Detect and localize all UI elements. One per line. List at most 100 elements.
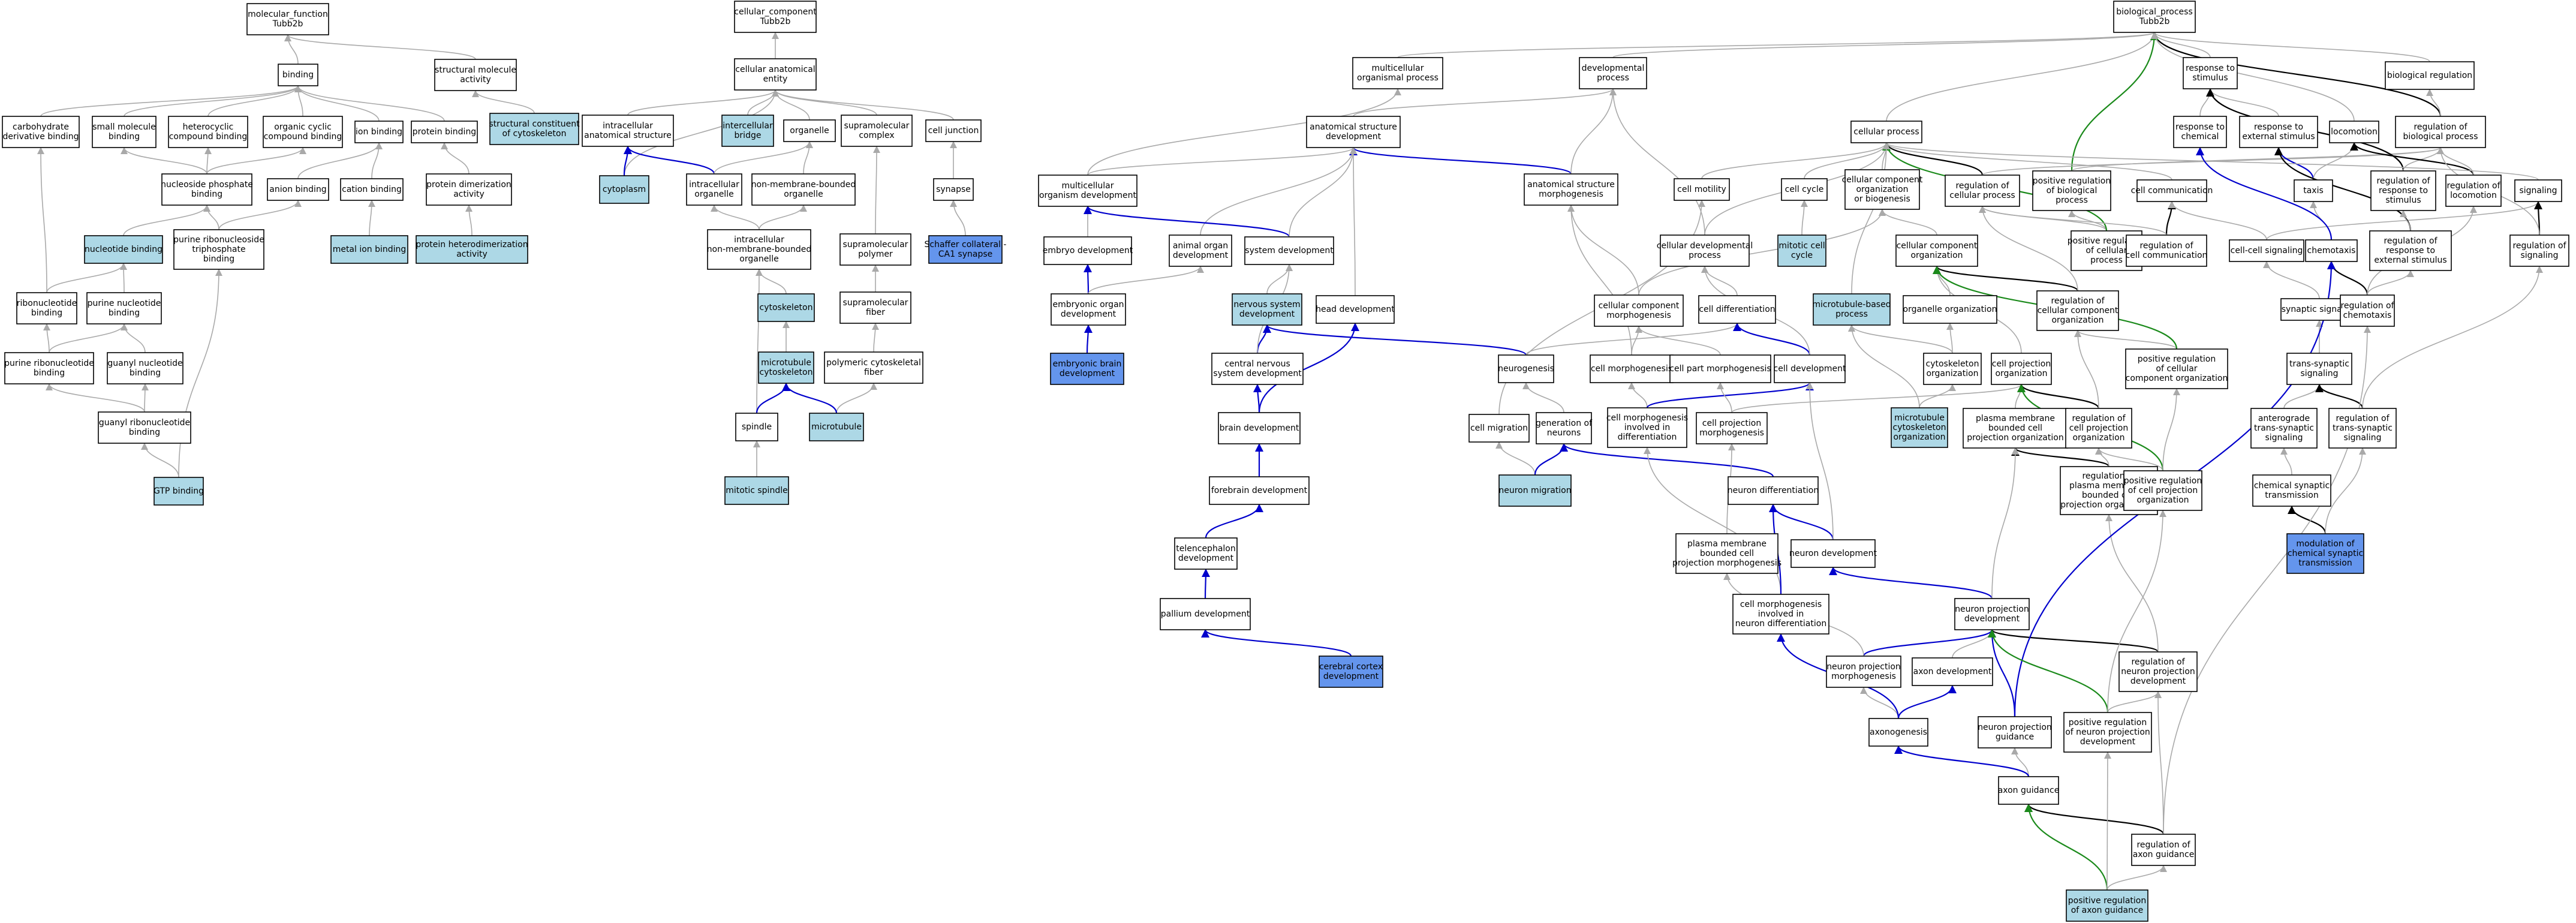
go-term-node-bioreg[interactable]: biological regulation: [2385, 61, 2475, 90]
go-term-node-palliumdev[interactable]: pallium development: [1160, 598, 1251, 630]
go-term-node-metalion[interactable]: metal ion binding: [330, 235, 408, 264]
go-term-node-celldev[interactable]: cell development: [1774, 354, 1846, 383]
go-term-node-cellproc[interactable]: cellular process: [1850, 121, 1922, 143]
go-term-node-cation[interactable]: cation binding: [340, 178, 404, 201]
go-term-node-ionbind[interactable]: ion binding: [354, 121, 404, 143]
go-term-node-protbind[interactable]: protein binding: [411, 121, 478, 143]
go-term-node-organelle[interactable]: organelle: [783, 119, 836, 142]
go-term-node-nucbind[interactable]: nucleotide binding: [84, 235, 163, 264]
go-term-node-schaffer[interactable]: Schaffer collateral -CA1 synapse: [925, 235, 1007, 264]
go-term-node-cellcomm[interactable]: cell communication: [2131, 179, 2213, 202]
go-term-node-anion[interactable]: anion binding: [267, 178, 329, 201]
go-term-node-neurondev[interactable]: neuron development: [1789, 539, 1877, 568]
go-term-node-spindle[interactable]: spindle: [735, 413, 778, 441]
go-term-node-forebrain[interactable]: forebrain development: [1209, 476, 1310, 505]
go-term-node-axonogenesis[interactable]: axonogenesis: [1868, 718, 1928, 747]
go-term-node-axonguid[interactable]: axon guidance: [1998, 776, 2060, 805]
go-term-node-gtp[interactable]: GTP binding: [154, 477, 204, 506]
go-term-node-taxis[interactable]: taxis: [2294, 179, 2333, 202]
go-term-node-mitspindle[interactable]: mitotic spindle: [724, 476, 789, 505]
go-term-node-neurogenesis[interactable]: neurogenesis: [1498, 354, 1554, 383]
go-term-node-locomotion[interactable]: locomotion: [2329, 121, 2379, 143]
go-term-node-cytoplasm[interactable]: cytoplasm: [599, 175, 649, 204]
go-term-node-embryodev[interactable]: embryo development: [1043, 236, 1133, 265]
go-term-node-headdev[interactable]: head development: [1316, 295, 1395, 324]
go-term-node-celljunction[interactable]: cell junction: [925, 119, 982, 142]
go-term-node-cellcycle[interactable]: cell cycle: [1781, 178, 1828, 201]
go-term-node-cellsig[interactable]: cell-cell signaling: [2229, 239, 2304, 262]
go-term-node-orgorg[interactable]: organelle organization: [1903, 295, 1997, 324]
go-term-node-synapse[interactable]: synapse: [933, 178, 974, 201]
go-term-node-chemotaxis[interactable]: chemotaxis: [2305, 239, 2358, 262]
go-term-node-binding[interactable]: binding: [278, 64, 318, 86]
go-term-node-cellmorph[interactable]: cell morphogenesis: [1590, 354, 1674, 383]
go-term-node-neuronmig[interactable]: neuron migration: [1498, 474, 1572, 507]
go-term-node-cellpartmorph[interactable]: cell part morphogenesis: [1669, 354, 1771, 383]
go-term-node-celldiff[interactable]: cell differentiation: [1698, 295, 1776, 324]
go-term-node-cellmig[interactable]: cell migration: [1468, 414, 1530, 443]
go-term-node-neurondiff[interactable]: neuron differentiation: [1728, 476, 1819, 505]
go-term-node-sysdev[interactable]: system development: [1244, 236, 1334, 265]
go-term-node-cytoskeleton[interactable]: cytoskeleton: [757, 293, 815, 322]
